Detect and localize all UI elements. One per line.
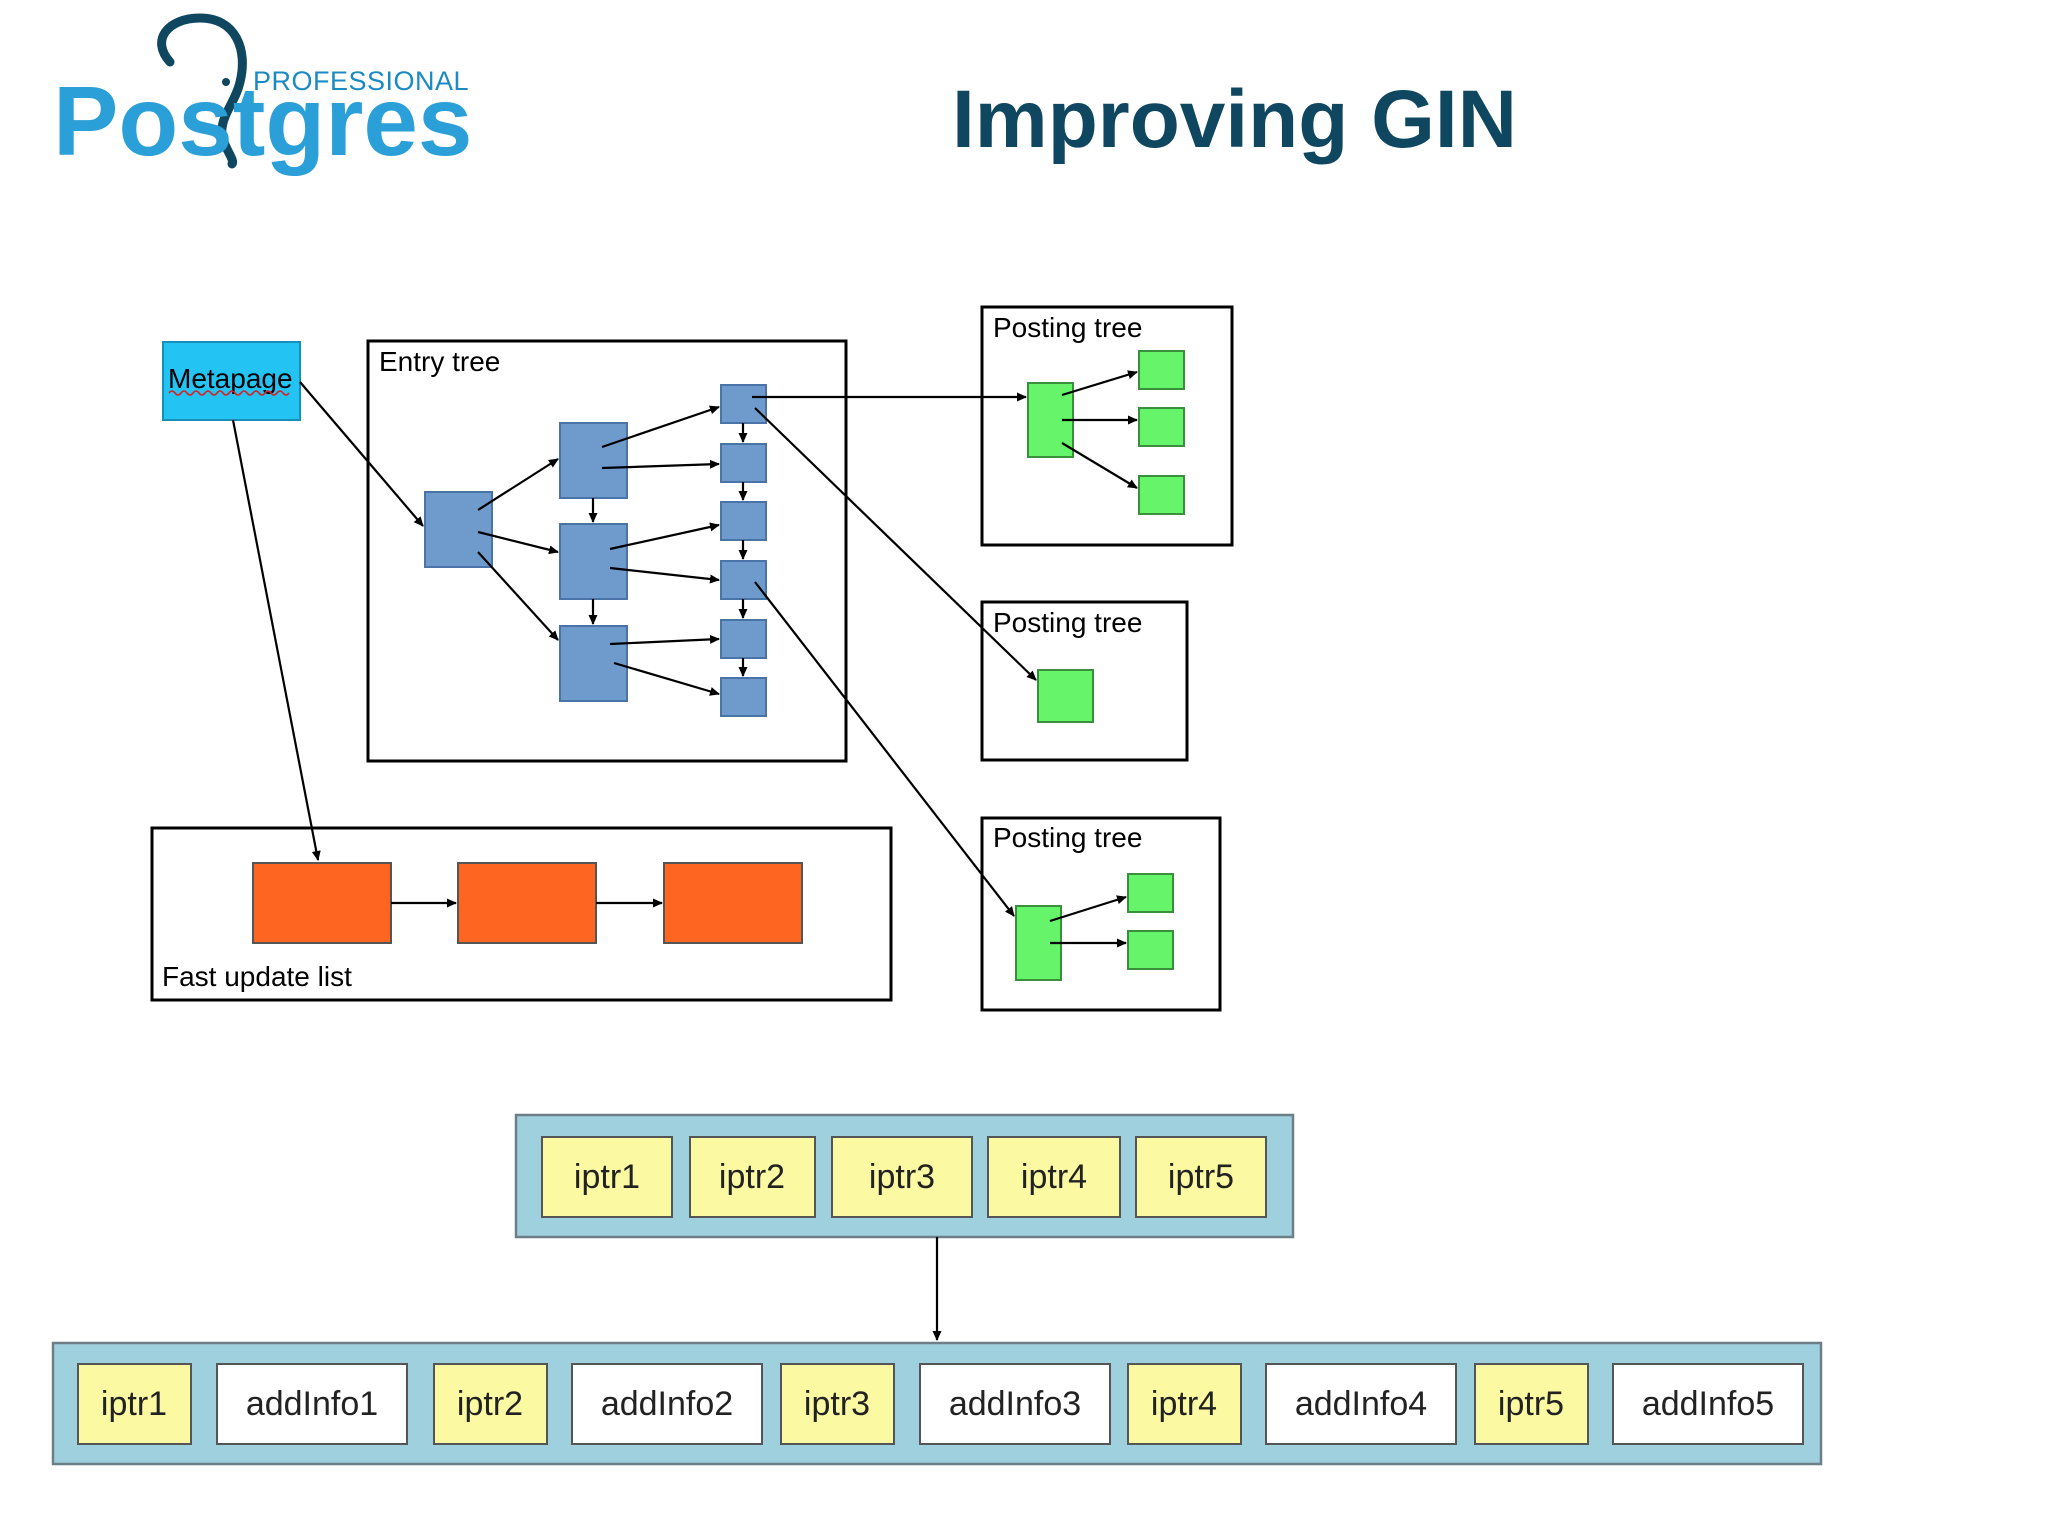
posting-root-node bbox=[1037, 669, 1094, 723]
bottom-row-cell: addInfo3 bbox=[919, 1363, 1111, 1445]
bottom-row-cell-text: addInfo1 bbox=[246, 1385, 378, 1423]
arrow bbox=[477, 458, 559, 511]
bottom-row-cell-text: iptr5 bbox=[1498, 1385, 1564, 1423]
spellcheck-underline bbox=[168, 390, 290, 396]
posting-list-with-addinfo: iptr1 addInfo1 iptr2 addInfo2 iptr3 addI… bbox=[51, 1341, 1823, 1466]
arrow bbox=[477, 551, 559, 641]
fast-update-node bbox=[252, 862, 392, 944]
arrow bbox=[754, 581, 1015, 917]
entry-leaf-node bbox=[720, 384, 767, 424]
entry-tree-label: Entry tree bbox=[379, 346, 500, 377]
metapage: Metapage bbox=[162, 341, 301, 421]
arrow bbox=[477, 530, 559, 555]
entry-inner-node bbox=[559, 523, 628, 600]
logo-professional-text: PROFESSIONAL bbox=[253, 66, 469, 96]
arrow bbox=[601, 459, 720, 470]
entry-tree: Entry tree bbox=[366, 339, 848, 763]
logo-postgres-text: Postgres bbox=[53, 66, 472, 176]
top-row-cell: iptr3 bbox=[831, 1136, 973, 1218]
top-row-cell-text: iptr1 bbox=[574, 1158, 640, 1196]
bottom-row-cell: addInfo1 bbox=[216, 1363, 408, 1445]
entry-leaf-node bbox=[720, 619, 767, 659]
posting-leaf-node bbox=[1127, 930, 1174, 970]
top-row-cell: iptr2 bbox=[689, 1136, 816, 1218]
bottom-row-cell: iptr3 bbox=[780, 1363, 895, 1445]
fast-update-list-label: Fast update list bbox=[162, 961, 352, 992]
bottom-row-cell: iptr4 bbox=[1127, 1363, 1242, 1445]
top-row-cell-text: iptr3 bbox=[869, 1158, 935, 1196]
bottom-row-cell-text: addInfo4 bbox=[1295, 1385, 1427, 1423]
arrow bbox=[299, 381, 424, 527]
bottom-row-cell: iptr5 bbox=[1474, 1363, 1589, 1445]
postgres-professional-logo: PROFESSIONAL Postgres bbox=[53, 13, 472, 176]
bottom-row-cell-text: iptr3 bbox=[804, 1385, 870, 1423]
posting-tree-1: Posting tree bbox=[980, 305, 1234, 547]
entry-leaf-node bbox=[720, 677, 767, 717]
bottom-row-cell-text: addInfo2 bbox=[601, 1385, 733, 1423]
slide-title: Improving GIN bbox=[952, 74, 1517, 165]
entry-leaf-node bbox=[720, 560, 767, 600]
entry-leaf-node bbox=[720, 501, 767, 541]
arrow bbox=[1061, 370, 1138, 397]
bottom-row-cell-text: iptr2 bbox=[457, 1385, 523, 1423]
posting-tree-3-label: Posting tree bbox=[993, 822, 1142, 853]
arrow bbox=[609, 522, 720, 551]
compressed-posting-list: iptr1 iptr2 iptr3 iptr4 iptr5 bbox=[514, 1113, 1295, 1239]
diagram-arrows bbox=[231, 370, 1138, 948]
entry-leaf-node bbox=[720, 443, 767, 483]
bottom-row-cell-text: iptr1 bbox=[101, 1385, 167, 1423]
posting-leaf-node bbox=[1127, 873, 1174, 913]
bottom-row-cell-text: addInfo5 bbox=[1642, 1385, 1774, 1423]
posting-tree-2-label: Posting tree bbox=[993, 607, 1142, 638]
bottom-row-cell-text: addInfo3 bbox=[949, 1385, 1081, 1423]
posting-leaf-node bbox=[1138, 350, 1185, 390]
arrow bbox=[609, 634, 720, 646]
metapage-label: Metapage bbox=[168, 363, 293, 394]
bottom-row-cell-text: iptr4 bbox=[1151, 1385, 1217, 1423]
posting-tree-1-label: Posting tree bbox=[993, 312, 1142, 343]
fast-update-node bbox=[663, 862, 803, 944]
bottom-row-cell: addInfo4 bbox=[1265, 1363, 1457, 1445]
top-row-cell: iptr4 bbox=[987, 1136, 1121, 1218]
posting-tree-3: Posting tree bbox=[980, 816, 1222, 1012]
bottom-row-cell: addInfo2 bbox=[571, 1363, 763, 1445]
arrow bbox=[231, 419, 321, 861]
entry-inner-node bbox=[559, 625, 628, 702]
top-row-cell: iptr5 bbox=[1135, 1136, 1267, 1218]
entry-inner-node bbox=[559, 422, 628, 499]
arrow bbox=[613, 661, 720, 696]
posting-tree-2: Posting tree bbox=[980, 600, 1189, 762]
top-row-cell-text: iptr2 bbox=[719, 1158, 785, 1196]
arrow bbox=[601, 405, 720, 449]
fast-update-list: Fast update list bbox=[150, 826, 893, 1002]
arrow bbox=[754, 407, 1037, 681]
bottom-row-cell: iptr1 bbox=[77, 1363, 192, 1445]
elephant-icon bbox=[157, 13, 247, 169]
arrow bbox=[1049, 895, 1127, 923]
arrow bbox=[609, 566, 720, 584]
bottom-row-cell: addInfo5 bbox=[1612, 1363, 1804, 1445]
posting-leaf-node bbox=[1138, 475, 1185, 515]
arrow bbox=[1061, 442, 1138, 489]
posting-leaf-node bbox=[1138, 407, 1185, 447]
top-row-cell-text: iptr4 bbox=[1021, 1158, 1087, 1196]
top-row-cell-text: iptr5 bbox=[1168, 1158, 1234, 1196]
top-row-cell: iptr1 bbox=[541, 1136, 673, 1218]
fast-update-node bbox=[457, 862, 597, 944]
bottom-row-cell: iptr2 bbox=[433, 1363, 548, 1445]
